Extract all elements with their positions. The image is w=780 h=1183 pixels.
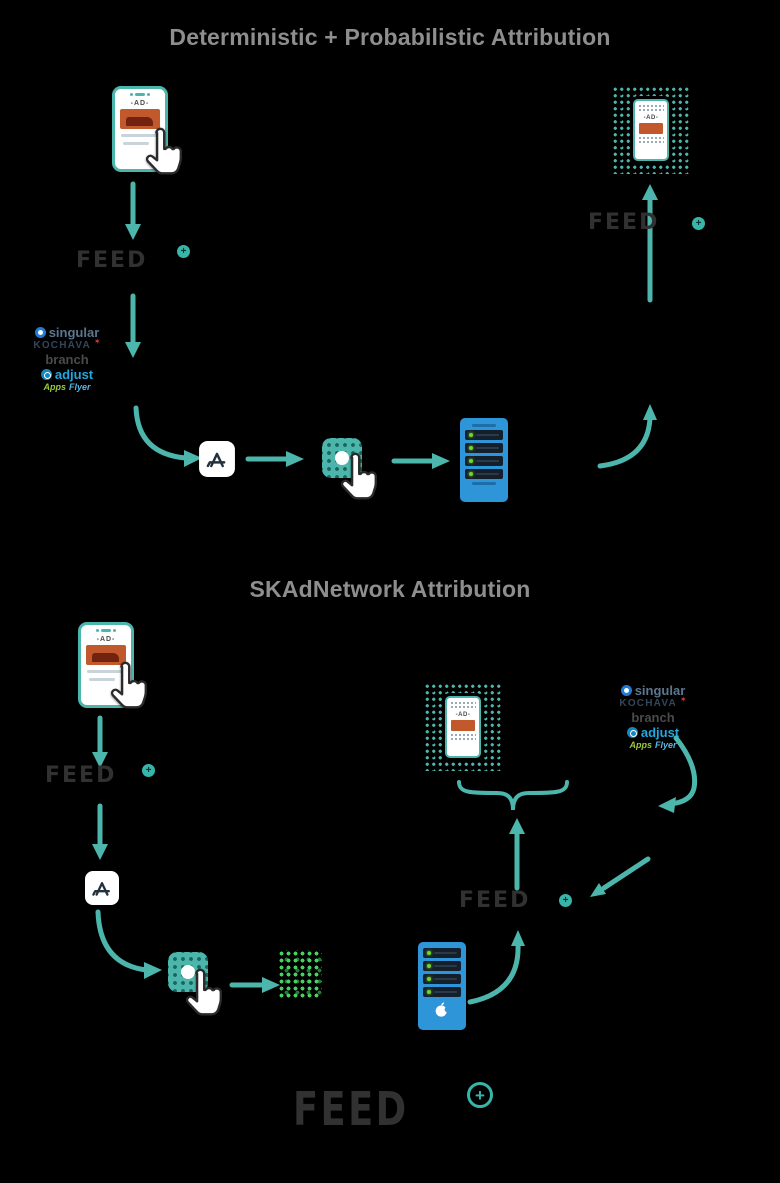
matched-phone: -AD- — [633, 99, 669, 161]
ad-image — [86, 645, 126, 665]
phone-speaker — [96, 629, 116, 632]
arrow-install-to-server — [391, 453, 450, 469]
server-slat — [423, 987, 461, 997]
plus-badge-icon: + — [142, 764, 155, 777]
singular-icon — [34, 327, 46, 338]
arrow-phone-to-label — [92, 715, 108, 768]
branch-logo: branch — [631, 710, 675, 725]
kochava-logo: KOCHAVA✶ — [619, 695, 687, 709]
arrow-phone-to-label — [125, 181, 141, 240]
car-graphic — [126, 117, 153, 126]
arrow-label-to-appstore — [92, 803, 108, 860]
plus-badge-icon: + — [559, 894, 572, 907]
ad-image — [639, 123, 663, 134]
arrow-appleserver-up-curve — [467, 930, 525, 1005]
kochava-logo: KOCHAVA✶ — [33, 337, 101, 351]
arrow-to-brace — [509, 818, 525, 891]
text-line — [121, 134, 159, 137]
ad-banner-label: -AD- — [643, 115, 659, 121]
app-store-icon — [199, 441, 235, 477]
ad-banner-label: -AD- — [96, 636, 116, 643]
apple-logo-icon — [423, 1000, 461, 1018]
arrow-to-matched-device — [642, 184, 658, 303]
singular-logo: singular — [34, 326, 99, 339]
arrow-mmps-to-appstore — [133, 405, 202, 467]
ad-image — [120, 109, 160, 129]
arrow-label-to-mmps — [125, 293, 141, 358]
plus-badge-icon: + — [467, 1082, 493, 1108]
ad-banner-label: -AD- — [455, 712, 471, 718]
arrow-server-up-curve — [597, 404, 657, 469]
watermark-text: FEED — [459, 888, 531, 913]
server-vent — [472, 424, 496, 427]
text-line — [89, 678, 115, 681]
ad-image — [451, 720, 475, 731]
device-matrix-icon: -AD- — [424, 683, 502, 771]
server-slat — [423, 974, 461, 984]
arrow-appstore-to-install — [95, 909, 162, 979]
arrow-mmps-to-postback — [590, 856, 651, 897]
car-graphic — [92, 653, 119, 662]
apple-server-icon — [418, 942, 466, 1030]
server-slat — [465, 469, 503, 479]
data-dots — [638, 136, 664, 145]
adjust-logo: adjust — [40, 368, 93, 381]
tap-hand-icon — [145, 127, 182, 175]
curly-brace — [457, 780, 569, 811]
matched-phone: -AD- — [445, 696, 481, 758]
data-dots — [450, 733, 476, 742]
server-vent — [472, 482, 496, 485]
singular-logo: singular — [620, 684, 685, 697]
arrow-appstore-to-install — [245, 451, 304, 467]
adjust-icon — [40, 369, 52, 380]
data-dots — [638, 104, 664, 113]
branch-logo: branch — [45, 352, 89, 367]
server-slat — [465, 443, 503, 453]
tap-hand-icon — [110, 661, 147, 709]
server-slat — [465, 456, 503, 466]
tap-hand-icon — [340, 452, 377, 500]
adjust-logo: adjust — [626, 726, 679, 739]
arrow-mmps-down-curve — [658, 735, 698, 813]
singular-icon — [620, 685, 632, 696]
watermark-text: FEED — [45, 763, 117, 788]
ad-banner-label: -AD- — [130, 100, 150, 107]
section2-title: SKAdNetwork Attribution — [249, 576, 531, 602]
kochava-star-icon: ✶ — [679, 695, 687, 704]
ad-phone: -AD- — [78, 622, 134, 708]
app-store-icon — [85, 871, 119, 905]
server-slat — [423, 961, 461, 971]
data-dots — [450, 701, 476, 710]
tap-hand-icon — [185, 968, 222, 1016]
watermark-text: FEED — [293, 1082, 409, 1136]
server-icon — [460, 418, 508, 502]
server-slat — [465, 430, 503, 440]
encrypted-postback-icon — [278, 950, 322, 998]
adjust-icon — [626, 727, 638, 738]
device-matrix-icon: -AD- — [612, 86, 690, 174]
section1-title: Deterministic + Probabilistic Attributio… — [169, 24, 611, 50]
server-slat — [423, 948, 461, 958]
watermark-text: FEED — [76, 248, 148, 273]
watermark-text: FEED — [588, 210, 660, 235]
arrow-install-to-postback — [229, 977, 280, 993]
kochava-star-icon: ✶ — [93, 337, 101, 346]
text-line — [87, 670, 125, 673]
plus-badge-icon: + — [692, 217, 705, 230]
text-line — [123, 142, 149, 145]
plus-badge-icon: + — [177, 245, 190, 258]
phone-speaker — [130, 93, 150, 96]
